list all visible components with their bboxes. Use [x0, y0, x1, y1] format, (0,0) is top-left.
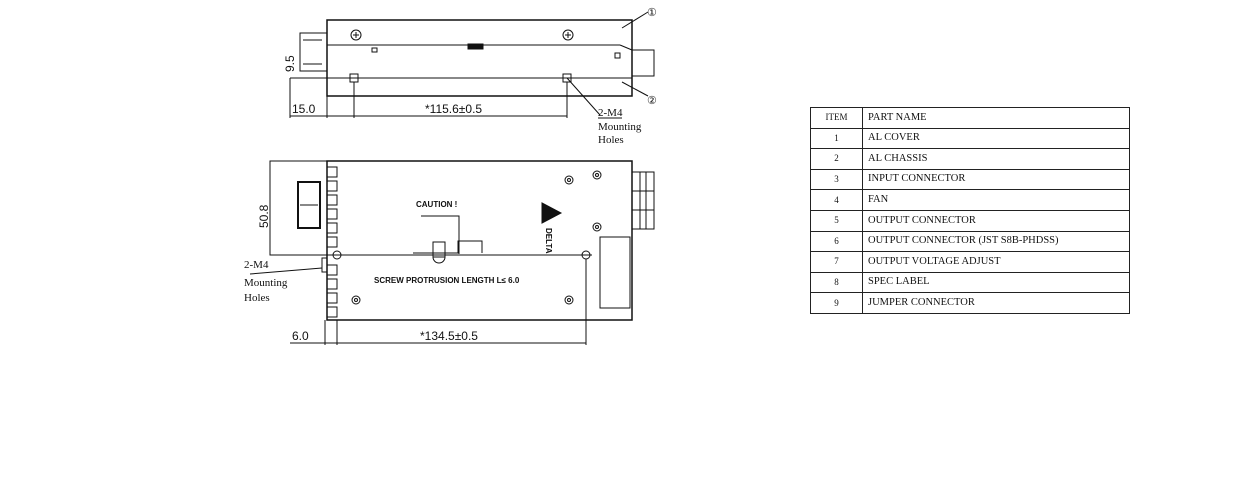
part-name: INPUT CONNECTOR	[862, 168, 1130, 191]
item-number: 3	[810, 168, 863, 191]
top-dim-height: 9.5	[283, 55, 297, 72]
top-holes-label-2: Mounting	[598, 121, 642, 133]
delta-logo-text: DELTA	[544, 228, 553, 254]
item-number: 5	[810, 209, 863, 232]
header-part-name: PART NAME	[862, 107, 1130, 129]
part-name: JUMPER CONNECTOR	[862, 292, 1130, 314]
table-header: ITEM PART NAME	[810, 107, 1130, 129]
callout-2: ②	[647, 95, 657, 107]
bottom-dim-holes: *134.5±0.5	[420, 329, 478, 343]
item-number: 1	[810, 127, 863, 150]
output-connector-top	[631, 49, 655, 77]
bottom-view	[249, 160, 655, 345]
item-number: 6	[810, 230, 863, 253]
callout-1: ①	[647, 7, 657, 19]
part-name: AL CHASSIS	[862, 148, 1130, 170]
bottom-dim-offset: 6.0	[292, 329, 309, 343]
screw-protrusion-note: SCREW PROTRUSION LENGTH L≤ 6.0	[374, 276, 520, 285]
bottom-holes-label-1: 2-M4	[244, 259, 269, 271]
item-number: 8	[810, 271, 863, 294]
fan-fins	[327, 166, 338, 318]
item-number: 4	[810, 189, 863, 211]
part-name: AL COVER	[862, 127, 1130, 150]
part-name: SPEC LABEL	[862, 271, 1130, 294]
top-holes-label-1: 2-M4	[598, 107, 623, 119]
output-connector-box	[599, 236, 631, 309]
bottom-holes-label-3: Holes	[244, 292, 270, 304]
item-number: 9	[810, 292, 863, 314]
top-dim-offset: 15.0	[292, 102, 316, 116]
mounting-hole	[332, 250, 342, 260]
bottom-holes-label-2: Mounting	[244, 277, 288, 289]
item-number: 7	[810, 251, 863, 273]
bottom-dim-height: 50.8	[257, 204, 271, 228]
input-terminal	[297, 181, 321, 229]
part-name: OUTPUT CONNECTOR	[862, 209, 1130, 232]
caution-label: CAUTION !	[416, 200, 457, 209]
input-connector-top	[299, 32, 328, 72]
part-name: OUTPUT VOLTAGE ADJUST	[862, 251, 1130, 273]
delta-logo-icon	[541, 202, 563, 224]
top-dim-holes: *115.6±0.5	[425, 102, 482, 116]
top-holes-label-3: Holes	[598, 134, 624, 146]
part-name: FAN	[862, 189, 1130, 211]
item-number: 2	[810, 148, 863, 170]
top-view	[289, 11, 655, 119]
output-terminal	[631, 171, 655, 230]
screw-icon	[562, 29, 574, 41]
part-name: OUTPUT CONNECTOR (JST S8B-PHDSS)	[862, 230, 1130, 253]
screw-icon	[350, 29, 362, 41]
top-body	[326, 19, 633, 97]
header-item: ITEM	[810, 107, 863, 129]
